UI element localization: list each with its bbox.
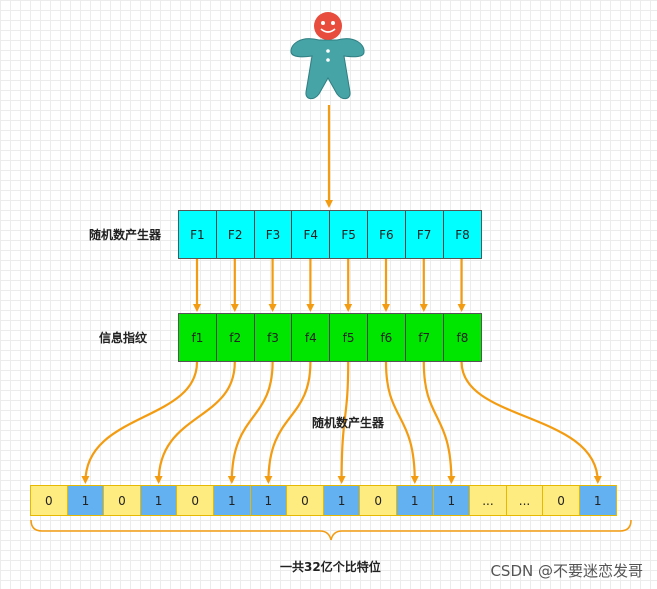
watermark: CSDN @不要迷恋发哥 xyxy=(490,562,643,580)
total-bits-label: 一共32亿个比特位 xyxy=(280,560,381,574)
bit-cell: 1 xyxy=(322,485,361,516)
bit-mapping-arrow xyxy=(227,361,274,484)
bit-mapping-arrow xyxy=(81,361,199,484)
bit-cell: 0 xyxy=(30,485,68,516)
rng-cell: F6 xyxy=(367,211,406,258)
bit-mapping-arrow xyxy=(264,361,312,484)
rng-cell: F8 xyxy=(443,211,482,258)
bit-mapping-arrow xyxy=(154,361,236,484)
rng-label-middle: 随机数产生器 xyxy=(312,416,385,430)
bit-cell: 0 xyxy=(286,485,324,516)
bit-mapping-arrow xyxy=(384,361,419,484)
bit-array-brace xyxy=(30,519,632,541)
bit-cell: 1 xyxy=(432,485,471,516)
bit-mapping-arrow xyxy=(460,361,602,484)
rng-cell: F4 xyxy=(292,211,331,258)
bit-mapping-arrow xyxy=(422,361,456,484)
bit-mapping-arrow xyxy=(337,361,350,484)
bit-cell: 1 xyxy=(139,485,178,516)
bit-cell: ... xyxy=(505,485,544,516)
fingerprint-cell: f1 xyxy=(179,314,217,361)
bit-cell: 0 xyxy=(359,485,397,516)
fingerprint-label: 信息指纹 xyxy=(99,331,148,345)
bit-cell: 1 xyxy=(212,485,251,516)
bit-cell: 0 xyxy=(103,485,141,516)
rng-label-top: 随机数产生器 xyxy=(89,228,162,242)
bit-cell: 0 xyxy=(176,485,214,516)
fingerprint-cell: f7 xyxy=(405,314,444,361)
rng-cell: F5 xyxy=(330,211,368,258)
fingerprint-cell: f3 xyxy=(254,314,293,361)
bit-cell: 1 xyxy=(578,485,617,516)
bit-cell: 1 xyxy=(249,485,288,516)
rng-cell: F7 xyxy=(405,211,444,258)
fingerprint-cell: f4 xyxy=(292,314,331,361)
fingerprint-cell: f6 xyxy=(367,314,406,361)
bit-cell: 0 xyxy=(542,485,580,516)
fingerprint-cell: f2 xyxy=(216,314,255,361)
bit-cell: 1 xyxy=(66,485,105,516)
rng-cell: F3 xyxy=(254,211,293,258)
person-figure-icon xyxy=(290,12,365,100)
rng-cell: F2 xyxy=(216,211,255,258)
bit-cell: 1 xyxy=(395,485,434,516)
fingerprint-cell: f8 xyxy=(443,314,482,361)
fingerprint-cell: f5 xyxy=(330,314,368,361)
bit-cell: ... xyxy=(469,485,507,516)
rng-cell: F1 xyxy=(179,211,217,258)
